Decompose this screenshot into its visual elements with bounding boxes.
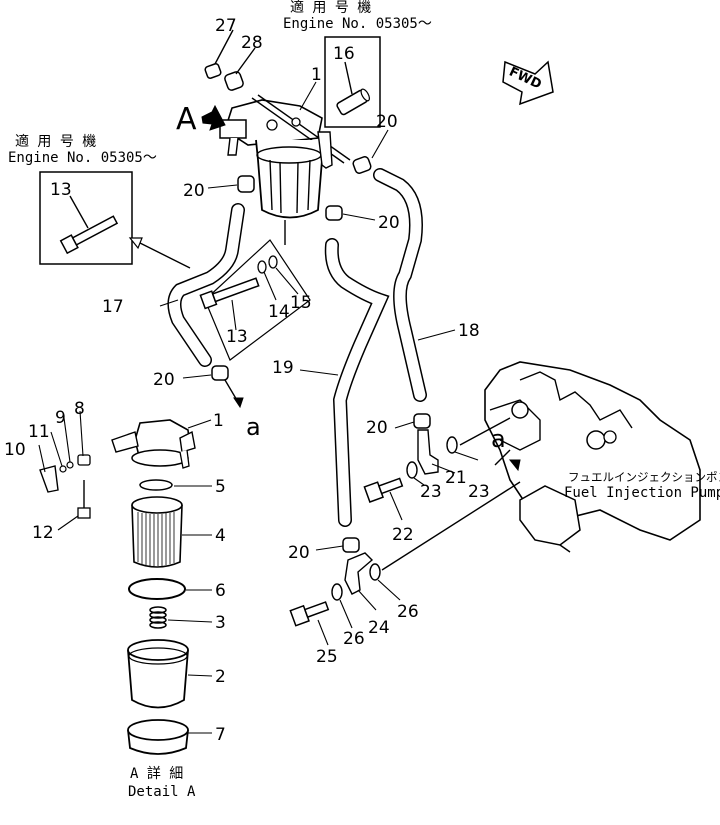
- left-caption-jp: 適 用 号 機: [15, 133, 96, 150]
- callout-7: 7: [215, 725, 226, 745]
- callout-13-inset: 13: [50, 180, 72, 200]
- callout-1-detail: 1: [213, 411, 224, 431]
- callout-6: 6: [215, 581, 226, 601]
- clamp-20-group: [211, 156, 431, 553]
- callout-21: 21: [445, 468, 467, 488]
- callout-9: 9: [55, 408, 66, 428]
- callout-20-c: 20: [378, 213, 400, 233]
- fwd-arrow: FWD: [502, 60, 554, 106]
- pump-caption-en: Fuel Injection Pump: [564, 485, 720, 501]
- callout-13: 13: [226, 327, 248, 347]
- ref-a-right: a: [491, 425, 506, 453]
- inset-box-13: [39, 171, 133, 265]
- bolt-inset-13-15: [199, 239, 311, 361]
- callout-5: 5: [215, 477, 226, 497]
- callout-2: 2: [215, 667, 226, 687]
- ref-a-left: a: [246, 413, 261, 441]
- callout-11: 11: [28, 422, 50, 442]
- callout-20-e: 20: [366, 418, 388, 438]
- detail-caption-jp: A 詳 細: [130, 766, 183, 782]
- callout-27: 27: [215, 16, 237, 36]
- callout-18: 18: [458, 321, 480, 341]
- callout-3: 3: [215, 613, 226, 633]
- callout-25: 25: [316, 647, 338, 667]
- callout-20-d: 20: [153, 370, 175, 390]
- callout-20-b: 20: [183, 181, 205, 201]
- view-A-letter: A: [176, 102, 197, 137]
- top-caption-en: Engine No. 05305～: [283, 16, 432, 32]
- callout-19: 19: [272, 358, 294, 378]
- detail-A-exploded: [39, 419, 196, 755]
- callout-28: 28: [241, 33, 263, 53]
- hose-17: [167, 203, 245, 367]
- left-caption-en: Engine No. 05305～: [8, 150, 157, 166]
- hose-18: [373, 168, 427, 402]
- callout-4: 4: [215, 526, 226, 546]
- callout-1: 1: [311, 65, 322, 85]
- fittings-21-23: [363, 417, 511, 503]
- callout-17: 17: [102, 297, 124, 317]
- callout-22: 22: [392, 525, 414, 545]
- fittings-24-26: [289, 481, 521, 627]
- callout-8: 8: [74, 399, 85, 419]
- pump-caption-jp: フュエルインジェクションポンプ: [568, 470, 720, 484]
- fuel-injection-pump: [484, 361, 701, 553]
- callout-12: 12: [32, 523, 54, 543]
- callout-14: 14: [268, 302, 290, 322]
- callout-15: 15: [290, 293, 312, 313]
- top-caption-jp: 適 用 号 機: [290, 0, 371, 16]
- callout-20-f: 20: [288, 543, 310, 563]
- callout-26-b: 26: [343, 629, 365, 649]
- callout-10: 10: [4, 440, 26, 460]
- detail-caption-en: Detail A: [128, 784, 196, 800]
- callout-numbers: 27 28 1 16 20 20 20 13 17 13 14 15 18 19…: [4, 16, 490, 745]
- callout-16: 16: [333, 44, 355, 64]
- callout-20-a: 20: [376, 112, 398, 132]
- inset-box-16: [324, 36, 381, 128]
- callout-23-b: 23: [468, 482, 490, 502]
- hose-19: [324, 238, 390, 527]
- callout-26-a: 26: [397, 602, 419, 622]
- callout-24: 24: [368, 618, 390, 638]
- leader-lines: [38, 81, 479, 734]
- callout-23-a: 23: [420, 482, 442, 502]
- fuel-filter-assembly-top: [201, 29, 351, 219]
